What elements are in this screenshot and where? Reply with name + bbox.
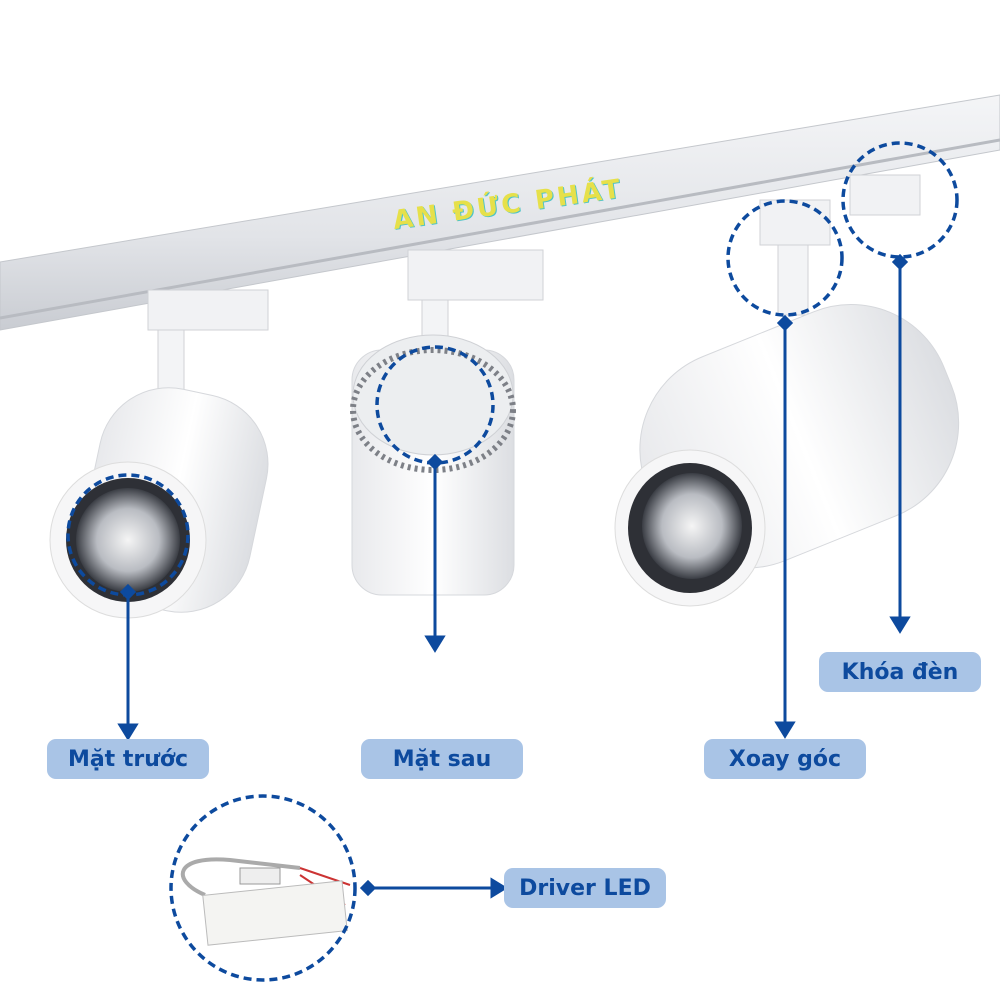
highlight-lock <box>841 141 959 259</box>
track-light-rotated <box>614 174 960 607</box>
led-driver <box>181 857 351 946</box>
label-back: Mặt sau <box>361 739 523 779</box>
highlight-driver <box>169 794 357 982</box>
highlight-rotate <box>726 199 844 317</box>
label-driver: Driver LED <box>504 868 666 908</box>
label-front: Mặt trước <box>47 739 209 779</box>
track-rail <box>0 94 1000 331</box>
label-rotate: Xoay góc <box>704 739 866 779</box>
label-lock: Khóa đèn <box>819 652 981 692</box>
highlight-back <box>375 345 495 465</box>
